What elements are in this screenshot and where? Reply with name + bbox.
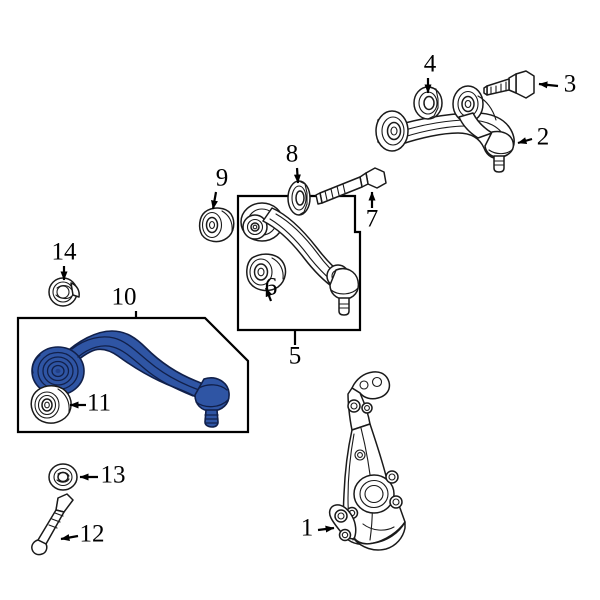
leader-2 [517,137,533,145]
part-forward-arm-bushing [30,385,72,424]
assembly-box-10 [16,316,250,434]
part-rearward-lower-control-arm [240,202,360,316]
callout-label-10: 10 [112,284,137,311]
part-control-arm-bushing-outer [198,207,235,243]
callout-label-11: 11 [87,390,111,417]
leader-6 [264,287,273,302]
part-lower-arm-bolt [31,493,74,556]
callout-label-9: 9 [216,165,229,192]
callout-label-3: 3 [564,71,577,98]
callout-label-12: 12 [80,521,105,548]
callout-label-4: 4 [424,51,437,78]
part-steering-knuckle [328,371,406,551]
assembly-box-5 [236,194,362,332]
part-upper-arm-bolt [483,70,535,99]
callout-label-1: 1 [301,515,314,542]
leader-3 [538,81,559,89]
callout-label-6: 6 [265,274,278,301]
leader-1 [317,525,335,533]
part-upper-arm-nut [413,86,443,120]
callout-label-5: 5 [289,343,302,370]
leader-12 [60,534,79,541]
part-control-arm-washer [287,180,311,216]
leader-8 [293,167,301,184]
part-control-arm-bushing-lower [246,253,287,292]
callout-label-7: 7 [366,206,379,233]
callout-label-13: 13 [101,462,126,489]
part-upper-control-arm [375,85,515,173]
part-lower-arm-washer [48,463,78,491]
part-forward-arm-bushing-upper [48,277,80,307]
callout-label-2: 2 [537,124,550,151]
part-forward-lower-control-arm-highlighted [31,330,230,428]
leader-9 [211,191,218,210]
callout-label-14: 14 [52,239,78,266]
callout-label-8: 8 [286,141,299,168]
part-control-arm-bolt [315,167,387,205]
